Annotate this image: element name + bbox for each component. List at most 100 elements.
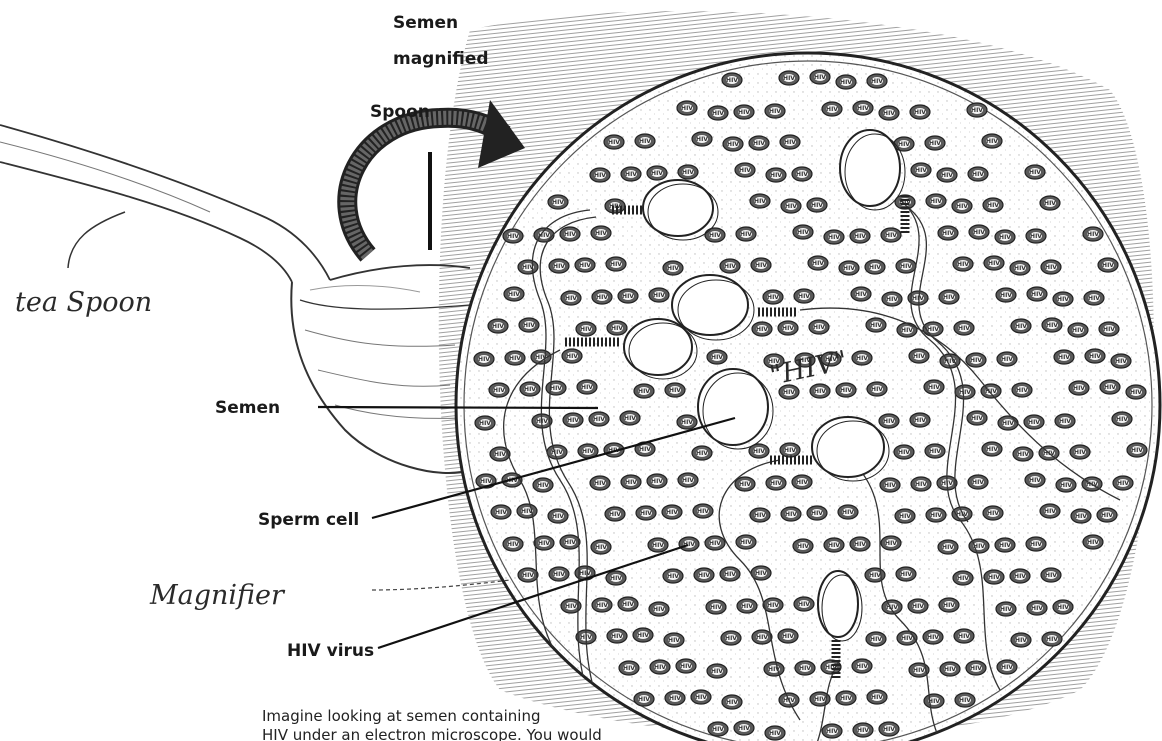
hiv-particle-label: HIV [596, 602, 608, 609]
hiv-particle-label: HIV [1031, 291, 1043, 298]
hiv-particle-label: HIV [1015, 637, 1027, 644]
hiv-particle-label: HIV [1131, 447, 1143, 454]
hiv-particle-label: HIV [956, 203, 968, 210]
hiv-particle-label: HIV [1015, 323, 1027, 330]
hiv-particle-label: HIV [594, 172, 606, 179]
hiv-particle-label: HIV [1075, 513, 1087, 520]
hiv-particle-label: HIV [783, 389, 795, 396]
hiv-particle-label: HIV [756, 634, 768, 641]
hiv-particle-label: HIV [1046, 636, 1058, 643]
hiv-particle-label: HIV [898, 141, 910, 148]
hiv-particle-label: HIV [884, 482, 896, 489]
hiv-particle-label: HIV [740, 539, 752, 546]
hiv-particle-label: HIV [972, 479, 984, 486]
hiv-particle-label: HIV [1103, 326, 1115, 333]
hiv-particle-label: HIV [812, 260, 824, 267]
hiv-particle-label: HIV [782, 325, 794, 332]
hiv-particle-label: HIV [854, 233, 866, 240]
hiv-particle-label: HIV [580, 326, 592, 333]
hiv-particle-label: HIV [927, 634, 939, 641]
hiv-particle-label: HIV [507, 233, 519, 240]
hiv-particle-label: HIV [930, 512, 942, 519]
hiv-particle-label: HIV [973, 229, 985, 236]
spoon-label: Spoon [370, 102, 430, 122]
hiv-particle-label: HIV [942, 230, 954, 237]
hiv-particle-label: HIV [1014, 573, 1026, 580]
hiv-particle-label: HIV [552, 513, 564, 520]
hiv-particle-label: HIV [842, 509, 854, 516]
hiv-particle-label: HIV [811, 510, 823, 517]
hiv-particle-label: HIV [640, 510, 652, 517]
hiv-particle-label: HIV [508, 291, 520, 298]
hiv-particle-label: HIV [870, 636, 882, 643]
hiv-particle-label: HIV [785, 511, 797, 518]
hiv-particle-label: HIV [567, 417, 579, 424]
hiv-particle-label: HIV [988, 574, 1000, 581]
hiv-particle-label: HIV [725, 635, 737, 642]
hiv-particle-label: HIV [941, 172, 953, 179]
hiv-particle-label: HIV [784, 139, 796, 146]
hiv-particle-label: HIV [871, 386, 883, 393]
hiv-particle-label: HIV [479, 420, 491, 427]
hiv-particle-label: HIV [944, 666, 956, 673]
hiv-particle-label: HIV [739, 481, 751, 488]
hiv-particle-label: HIV [930, 198, 942, 205]
hiv-particle-label: HIV [755, 262, 767, 269]
hiv-particle-label: HIV [915, 167, 927, 174]
hiv-particle-label: HIV [769, 730, 781, 737]
hiv-particle-label: HIV [843, 265, 855, 272]
hiv-particle-label: HIV [711, 354, 723, 361]
hiv-particle-label: HIV [1001, 356, 1013, 363]
hiv-particle-label: HIV [593, 416, 605, 423]
hiv-particle-label: HIV [828, 542, 840, 549]
hiv-particle-label: HIV [798, 293, 810, 300]
hiv-particle-label: HIV [814, 696, 826, 703]
hiv-particle-label: HIV [770, 480, 782, 487]
hiv-particle-label: HIV [785, 203, 797, 210]
hiv-particle-label: HIV [970, 665, 982, 672]
hiv-particle-label: HIV [1044, 200, 1056, 207]
hiv-particle-label: HIV [756, 326, 768, 333]
hiv-particle-label: HIV [957, 575, 969, 582]
hiv-particle-label: HIV [1044, 508, 1056, 515]
hiv-particle-label: HIV [1088, 295, 1100, 302]
hiv-particle-label: HIV [596, 294, 608, 301]
hiv-particle-label: HIV [1045, 572, 1057, 579]
hiv-particle-label: HIV [1087, 539, 1099, 546]
hiv-particle-label: HIV [929, 448, 941, 455]
hiv-particle-label: HIV [913, 353, 925, 360]
hiv-particle-label: HIV [958, 633, 970, 640]
hiv-particle-label: HIV [695, 694, 707, 701]
hiv-particle-label: HIV [826, 728, 838, 735]
hiv-particle-label: HIV [480, 478, 492, 485]
hiv-particle-label: HIV [799, 665, 811, 672]
hiv-particle-label: HIV [579, 262, 591, 269]
hiv-particle-label: HIV [625, 171, 637, 178]
hiv-particle-label: HIV [1060, 482, 1072, 489]
hiv-particle-label: HIV [625, 479, 637, 486]
hiv-particle-label: HIV [710, 604, 722, 611]
hiv-particle-label: HIV [609, 203, 621, 210]
semen-magnified-label-line-1: Semen [393, 13, 458, 33]
hiv-particle-label: HIV [943, 294, 955, 301]
hiv-particle-label: HIV [524, 386, 536, 393]
hiv-particle-label: HIV [711, 668, 723, 675]
semen-pointer [318, 407, 598, 408]
hiv-particle-label: HIV [883, 726, 895, 733]
hiv-particle-label: HIV [753, 140, 765, 147]
hiv-particle-label: HIV [680, 663, 692, 670]
hiv-particle-label: HIV [495, 509, 507, 516]
hiv-particle-label: HIV [857, 727, 869, 734]
hiv-particle-label: HIV [595, 544, 607, 551]
hiv-particle-label: HIV [669, 387, 681, 394]
hiv-particle-label: HIV [637, 632, 649, 639]
hiv-particle-label: HIV [988, 260, 1000, 267]
hiv-particle-label: HIV [1029, 169, 1041, 176]
hiv-particle-label: HIV [741, 603, 753, 610]
hiv-particle-label: HIV [856, 355, 868, 362]
hiv-particle-label: HIV [986, 446, 998, 453]
hiv-particle-label: HIV [653, 606, 665, 613]
hiv-particle-label: HIV [1101, 512, 1113, 519]
hiv-particle-label: HIV [639, 446, 651, 453]
tea-spoon-pointer [68, 212, 125, 268]
